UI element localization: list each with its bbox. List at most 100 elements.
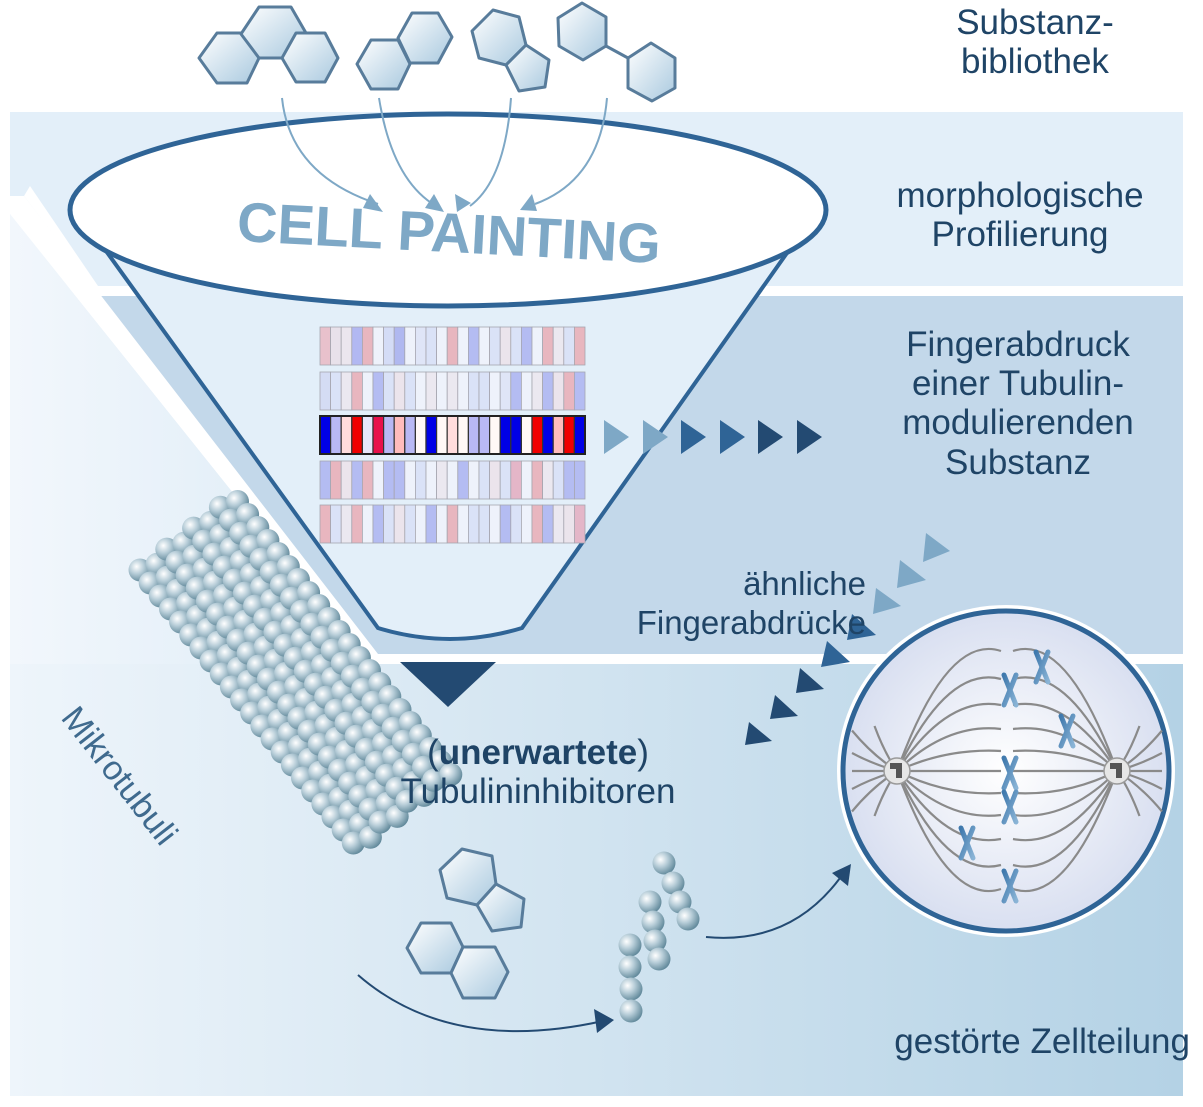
tubulin-subunit bbox=[661, 871, 685, 895]
chromosome-icon bbox=[1001, 868, 1019, 904]
heatmap-cell bbox=[340, 326, 353, 366]
heatmap-cell bbox=[425, 326, 438, 366]
tubulin-subunit bbox=[643, 929, 667, 953]
heatmap-cell bbox=[383, 326, 395, 366]
heatmap-cell bbox=[393, 460, 406, 500]
heatmap-cell bbox=[563, 371, 575, 411]
heatmap-cell bbox=[521, 326, 533, 366]
heatmap-cell bbox=[510, 326, 522, 366]
heatmap-cell bbox=[319, 415, 332, 455]
molecule-indene-icon bbox=[470, 8, 551, 93]
cell-membrane bbox=[840, 608, 1172, 934]
heatmap-cell bbox=[361, 460, 374, 500]
heatmap-cell bbox=[425, 460, 438, 500]
inhibitors-label-line1: (unerwartete) bbox=[352, 733, 724, 772]
heatmap-cell bbox=[340, 504, 353, 544]
spindle-fiber bbox=[896, 676, 1002, 772]
heatmap-cell bbox=[414, 504, 427, 544]
spindle-fiber bbox=[896, 770, 1002, 842]
spindle-fiber bbox=[896, 702, 1002, 772]
heatmap-cell bbox=[489, 415, 501, 455]
fingerprint-label-line4: Substanz bbox=[945, 442, 1091, 482]
heatmap-cell bbox=[542, 460, 554, 500]
arrowhead-icon bbox=[681, 420, 706, 454]
heatmap-cell bbox=[457, 371, 469, 411]
heatmap-cell bbox=[467, 326, 480, 366]
library-arrowheads bbox=[363, 194, 537, 212]
heatmap-cell bbox=[436, 371, 448, 411]
heatmap-cell bbox=[457, 460, 469, 500]
heatmap-cell bbox=[552, 415, 565, 455]
heatmap-cell bbox=[446, 326, 459, 366]
molecule-naphthalene-small-icon bbox=[405, 921, 510, 1000]
arrowhead-icon bbox=[604, 420, 629, 454]
tubulin-subunit bbox=[619, 977, 643, 1001]
heatmap-cell bbox=[574, 326, 586, 366]
chromosome-icon bbox=[1001, 789, 1019, 825]
heatmap-cell bbox=[563, 504, 575, 544]
spindle-fiber bbox=[1012, 770, 1119, 893]
heatmap-cell bbox=[531, 415, 544, 455]
heatmap-cell bbox=[425, 415, 438, 455]
spindle-fiber bbox=[895, 770, 1002, 893]
spindle-fiber bbox=[1012, 770, 1118, 842]
spindle-fiber bbox=[1012, 676, 1118, 772]
heatmap-cell bbox=[340, 460, 353, 500]
heatmap-cell bbox=[372, 371, 385, 411]
heatmap-cell bbox=[340, 371, 353, 411]
paren-close: ) bbox=[637, 733, 649, 772]
heatmap-cell bbox=[478, 415, 491, 455]
heatmap-cell bbox=[319, 460, 332, 500]
heatmap-cell bbox=[319, 371, 332, 411]
heatmap-cell bbox=[425, 504, 438, 544]
heatmap-cell bbox=[457, 504, 469, 544]
heatmap-cell bbox=[467, 460, 480, 500]
heatmap-cell bbox=[361, 504, 374, 544]
tubulin-subunit bbox=[439, 763, 463, 786]
heatmap-cell bbox=[361, 371, 374, 411]
heatmap-cell bbox=[574, 504, 586, 544]
chromosome-icon bbox=[1033, 649, 1051, 685]
funnel-opening bbox=[67, 111, 829, 309]
heatmap-cell bbox=[404, 415, 416, 455]
heatmap-cell bbox=[383, 504, 395, 544]
heatmap-cell bbox=[372, 415, 385, 455]
tubulin-subunit bbox=[619, 999, 643, 1023]
heatmap-cell bbox=[499, 415, 512, 455]
heatmap-cell bbox=[330, 460, 342, 500]
heatmap-cell bbox=[393, 326, 406, 366]
inhibitors-label: (unerwartete) Tubulininhibitoren bbox=[352, 733, 724, 811]
spindle-fiber bbox=[1012, 702, 1118, 772]
similar-fingerprint-arrows bbox=[745, 533, 950, 745]
compound-library bbox=[197, 1, 677, 103]
heatmap-cell bbox=[404, 460, 416, 500]
fingerprint-label-line2: einer Tubulin- bbox=[911, 364, 1125, 404]
unexpected-word: unerwartete bbox=[438, 733, 638, 772]
heatmap-cell bbox=[552, 504, 565, 544]
heatmap-cell bbox=[467, 371, 480, 411]
heatmap-cell bbox=[351, 504, 363, 544]
heatmap-cell bbox=[467, 415, 480, 455]
chromosome-icon bbox=[1001, 672, 1019, 708]
fingerprint-arrow-row bbox=[604, 420, 822, 454]
heatmap-cell bbox=[542, 504, 554, 544]
heatmap-cell bbox=[489, 326, 501, 366]
library-label: Substanz- bibliothek bbox=[930, 3, 1140, 81]
heatmap-cell bbox=[542, 326, 554, 366]
chromosome-icon bbox=[1058, 713, 1076, 749]
heatmap-cell bbox=[531, 326, 544, 366]
library-label-line2: bibliothek bbox=[961, 42, 1109, 82]
heatmap-cell bbox=[393, 415, 406, 455]
heatmap-cell bbox=[446, 371, 459, 411]
arrowhead-icon bbox=[720, 420, 745, 454]
process-arrows bbox=[357, 877, 841, 1033]
similar-label-line2: Fingerabdrücke bbox=[636, 603, 866, 641]
fingerprint-label-line3: modulierenden bbox=[902, 403, 1134, 443]
heatmap-cell bbox=[531, 504, 544, 544]
heatmap-cell bbox=[499, 460, 512, 500]
heatmap-cell bbox=[457, 415, 469, 455]
heatmap-cell bbox=[531, 460, 544, 500]
dividing-cell bbox=[837, 605, 1175, 937]
tubulin-subunit bbox=[638, 890, 662, 914]
heatmap-cell bbox=[393, 371, 406, 411]
